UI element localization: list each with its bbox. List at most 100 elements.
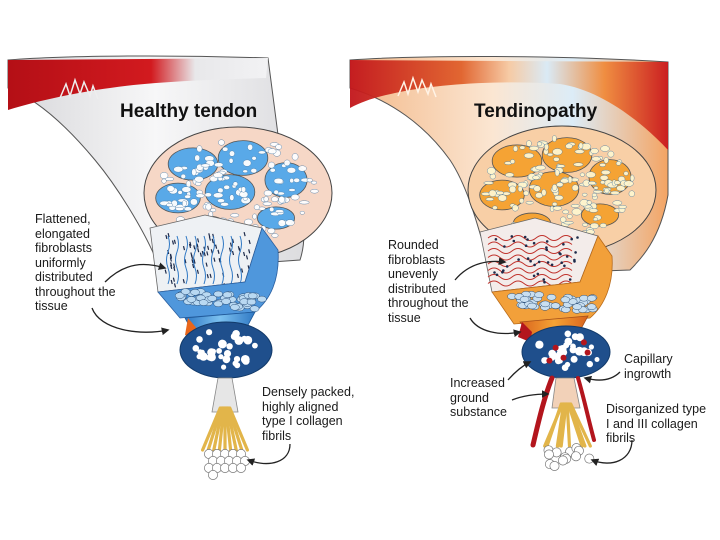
fascicle-cell xyxy=(269,206,275,212)
fibre-dot xyxy=(541,357,548,364)
fascicle-cell xyxy=(286,167,297,174)
fascicle-cell xyxy=(497,194,507,202)
fibroblast xyxy=(197,238,200,243)
fascicle-cell xyxy=(173,166,184,173)
fibroblast xyxy=(546,261,550,264)
collagen-fibril xyxy=(228,406,249,452)
fascicle-cell xyxy=(593,189,603,194)
healthy-collagen-fibrils xyxy=(201,406,250,480)
fascicle-cell xyxy=(612,200,623,206)
fascicle-cell xyxy=(556,164,566,168)
endotenon-cell xyxy=(519,296,530,303)
fibroblast xyxy=(517,258,520,261)
fascicle-cell xyxy=(181,200,187,207)
fascicle-cell xyxy=(223,184,230,190)
fibroblast xyxy=(568,278,572,281)
fascicle-cell xyxy=(526,140,532,147)
fascicle-cell xyxy=(166,185,175,192)
fascicle-cell xyxy=(537,141,543,147)
fibroblast xyxy=(241,268,244,273)
endotenon-cell xyxy=(222,291,233,299)
fibroblast xyxy=(545,246,548,249)
fibroblast xyxy=(228,247,232,252)
disorganized-collagen xyxy=(487,267,573,274)
fibroblast xyxy=(236,273,239,279)
arrow-sick-collagen xyxy=(590,439,633,466)
collagen-fibril xyxy=(569,402,592,448)
fibroblast xyxy=(542,278,546,281)
fascicle-cell xyxy=(607,150,615,158)
fascicle-cell xyxy=(552,202,558,207)
fascicle-cell xyxy=(299,210,305,215)
fascicle-cell xyxy=(217,187,224,194)
fascicle-cell xyxy=(229,194,235,201)
fascicle-cell xyxy=(214,162,224,168)
fascicle-cell xyxy=(599,222,607,228)
fibroblast xyxy=(231,250,235,256)
fascicle-cell xyxy=(523,152,534,159)
fascicle-cell xyxy=(563,220,574,225)
fascicle-cell xyxy=(571,208,582,216)
fibroblast xyxy=(173,239,176,244)
ground-substance-label: Increased ground substance xyxy=(450,376,507,419)
fibroblast xyxy=(188,243,192,249)
fibril-end xyxy=(571,451,581,462)
collagen-fibril xyxy=(206,406,223,452)
fibroblast xyxy=(563,264,566,268)
fibre-dot xyxy=(571,333,579,341)
arrow-capillary xyxy=(583,371,621,384)
fascicle-cell xyxy=(483,181,494,185)
fascicle-cell xyxy=(263,190,273,197)
fascicle-cell xyxy=(204,192,212,198)
fascicle-cell xyxy=(517,185,523,192)
endotenon-cell xyxy=(527,302,537,310)
fascicle-cell xyxy=(541,189,547,197)
fibroblast xyxy=(565,255,569,258)
collagen-fibril xyxy=(201,406,222,452)
fibril-end xyxy=(557,455,568,466)
fibroblast xyxy=(248,249,251,254)
endotenon-cell xyxy=(550,302,561,309)
fibroblast xyxy=(211,238,214,243)
fascicle-cell xyxy=(566,213,573,219)
fascicle-cell xyxy=(185,180,192,188)
fibril-end xyxy=(549,461,560,471)
fibre-dot xyxy=(219,339,225,345)
fascicle-cell xyxy=(230,213,240,218)
fascicle-cell xyxy=(590,147,599,154)
collagen-fibril xyxy=(217,406,226,452)
fascicle-cell xyxy=(556,182,564,188)
tendinopathy-muscle-fray xyxy=(397,75,437,98)
fascicle-cell xyxy=(213,172,224,178)
fascicle-cell xyxy=(190,198,198,206)
collagen-wave xyxy=(220,235,224,285)
endotenon-cell xyxy=(546,294,557,301)
fascicle-cell xyxy=(275,209,285,213)
fascicle-cell xyxy=(513,145,519,152)
endotenon-cell xyxy=(174,292,185,299)
endotenon-cell xyxy=(560,296,571,303)
fascicle-cell xyxy=(160,172,169,179)
fibroblast xyxy=(197,248,200,253)
fibroblast xyxy=(165,234,168,240)
collagen-fibril xyxy=(543,402,565,448)
fibroblast xyxy=(526,238,529,241)
fibroblast xyxy=(543,280,546,284)
fascicle-cell xyxy=(535,165,546,171)
fibre-dot xyxy=(252,342,258,349)
fascicle-cell xyxy=(529,145,539,151)
fascicle-cell xyxy=(232,181,239,187)
fascicle-cell xyxy=(288,188,296,192)
fibroblast xyxy=(559,252,562,256)
fibroblast xyxy=(210,249,213,254)
fascicle-cell xyxy=(222,146,229,152)
fibril-end xyxy=(584,453,595,464)
fibre-dot xyxy=(197,349,203,355)
fibre-dot xyxy=(588,344,595,350)
arrow-healthy-fibroblasts-lower xyxy=(91,307,170,336)
fascicle-cell xyxy=(306,178,313,183)
endotenon-cell xyxy=(230,304,240,311)
capillary-dot xyxy=(552,344,559,351)
fibroblast xyxy=(243,251,246,257)
arrow-healthy-fibroblasts xyxy=(104,262,167,283)
